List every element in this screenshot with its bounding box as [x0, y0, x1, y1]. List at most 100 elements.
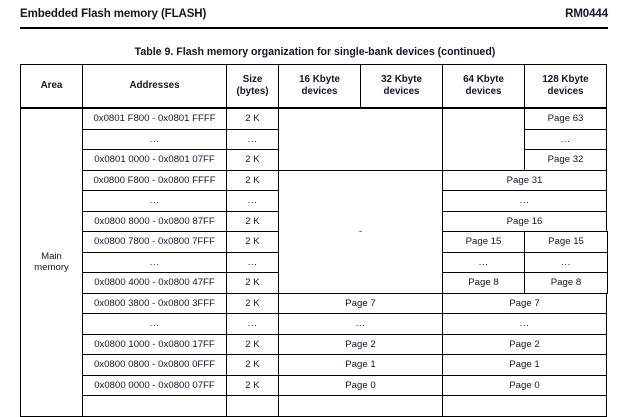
size-cell: 2 K [226, 292, 279, 314]
size-cell: 2 K [226, 374, 279, 396]
table-caption: Table 9. Flash memory organization for s… [134, 46, 496, 58]
dev64-128-page-cell: ... [524, 251, 608, 273]
table-row: ... ... ... ... [21, 251, 608, 273]
address-cell: ... [82, 313, 227, 335]
dev64-128-page-cell [442, 395, 607, 417]
column-header-128kbyte-devices: 128 Kbyte devices [524, 64, 607, 109]
column-header-64kbyte-line1: 64 Kbyte [463, 74, 504, 86]
area-label-line1: Main [41, 250, 62, 262]
address-cell: 0x0800 3800 - 0x0800 3FFF [82, 292, 227, 314]
document-reference-number: RM0444 [565, 8, 608, 20]
column-header-size-line2: (bytes) [236, 86, 269, 97]
address-cell: 0x0800 0800 - 0x0800 0FFF [82, 354, 227, 376]
document-section-title: Embedded Flash memory (FLASH) [20, 8, 207, 20]
column-header-32kbyte-devices: 32 Kbyte devices [360, 64, 443, 109]
dev64-128-page-cell: Page 8 [524, 272, 608, 294]
column-header-size-line1: Size [242, 74, 263, 86]
size-cell: ... [226, 251, 279, 273]
column-header-area: Area [20, 64, 83, 109]
table-body: Main memory 0x0801 F800 - 0x0801 FFFF 2 … [20, 107, 608, 417]
dev64-128-page-cell: Page 1 [442, 354, 607, 376]
address-cell: 0x0800 8000 - 0x0800 87FF [82, 210, 227, 232]
dev32-page-cell: Page 15 [442, 231, 525, 253]
size-cell: 2 K [226, 231, 279, 253]
address-cell: 0x0800 1000 - 0x0800 17FF [82, 333, 227, 355]
dev64-128-page-cell: Page 0 [442, 374, 607, 396]
flash-memory-organization-table: Area Addresses Size (bytes) 16 Kbyte dev… [20, 64, 608, 417]
dev64-128-page-cell: Page 15 [524, 231, 608, 253]
address-cell [82, 395, 227, 417]
table-row: 0x0800 0000 - 0x0800 07FF 2 K Page 0 Pag… [21, 374, 608, 396]
dev16-32-page-cell: ... [278, 313, 443, 335]
size-cell: ... [226, 190, 279, 212]
column-header-128kbyte-line2: devices [547, 86, 584, 97]
dev32-page-cell: ... [442, 251, 525, 273]
column-header-16kbyte-line2: devices [301, 86, 338, 97]
dev64-128-page-cell: Page 2 [442, 333, 607, 355]
size-cell: ... [226, 128, 279, 150]
dev16-32-page-cell: Page 7 [278, 292, 443, 314]
dev16-32-page-cell: Page 1 [278, 354, 443, 376]
dev128-page-cell: Page 32 [524, 149, 607, 171]
size-cell: 2 K [226, 354, 279, 376]
table-row: 0x0800 4000 - 0x0800 47FF 2 K Page 8 Pag… [21, 272, 608, 294]
column-header-64kbyte-devices: 64 Kbyte devices [442, 64, 525, 109]
area-cell-main-memory: Main memory [20, 107, 83, 417]
address-cell: 0x0800 F800 - 0x0800 FFFF [82, 169, 227, 191]
size-cell: 2 K [226, 107, 279, 130]
table-row: 0x0800 F800 - 0x0800 FFFF 2 K - Page 31 [21, 169, 608, 294]
dev64-128-page-cell: ... [442, 313, 607, 335]
size-cell [226, 395, 279, 417]
table-row: 0x0800 1000 - 0x0800 17FF 2 K Page 2 Pag… [21, 333, 608, 355]
size-cell: 2 K [226, 210, 279, 232]
size-cell: 2 K [226, 333, 279, 355]
dev64-128-page-cell: ... [442, 190, 607, 212]
size-cell: 2 K [226, 149, 279, 171]
page-header: Embedded Flash memory (FLASH) RM0444 [20, 8, 608, 20]
dev16-32-page-cell: Page 2 [278, 333, 443, 355]
column-header-64kbyte-line2: devices [465, 86, 502, 97]
column-header-16kbyte-line1: 16 Kbyte [299, 74, 340, 86]
address-cell: 0x0800 4000 - 0x0800 47FF [82, 272, 227, 294]
dev16-32-page-cell [278, 395, 443, 417]
dev64-128-page-cell: Page 31 [442, 169, 607, 191]
dev128-page-cell: ... [524, 128, 607, 150]
dev64-empty-cell [442, 107, 525, 171]
size-cell: 2 K [226, 272, 279, 294]
table-row: ... ... ... [21, 190, 608, 212]
table-row: ... ... ... ... [21, 313, 608, 335]
address-cell: 0x0800 7800 - 0x0800 7FFF [82, 231, 227, 253]
flash-memory-table-container: Area Addresses Size (bytes) 16 Kbyte dev… [20, 64, 608, 417]
table-row: Main memory 0x0801 F800 - 0x0801 FFFF 2 … [20, 107, 608, 417]
dev64-128-page-cell: Page 16 [442, 210, 607, 232]
dev16-32-empty-cell [278, 107, 443, 171]
address-cell: ... [82, 128, 227, 150]
table-row: 0x0800 3800 - 0x0800 3FFF 2 K Page 7 Pag… [21, 292, 608, 314]
header-divider-rule [20, 27, 608, 29]
column-header-128kbyte-line1: 128 Kbyte [542, 74, 589, 86]
address-cell: 0x0800 0000 - 0x0800 07FF [82, 374, 227, 396]
size-cell: 2 K [226, 169, 279, 191]
dev16-32-page-cell: Page 0 [278, 374, 443, 396]
dev64-128-page-cell: Page 7 [442, 292, 607, 314]
table-row: 0x0800 0800 - 0x0800 0FFF 2 K Page 1 Pag… [21, 354, 608, 376]
column-header-32kbyte-line2: devices [383, 86, 420, 97]
table-header-row: Area Addresses Size (bytes) 16 Kbyte dev… [20, 64, 608, 109]
address-cell: ... [82, 190, 227, 212]
dev128-page-cell: Page 63 [524, 107, 607, 130]
address-cell: ... [82, 251, 227, 273]
column-header-size: Size (bytes) [226, 64, 279, 109]
dev32-page-cell: Page 8 [442, 272, 525, 294]
address-cell: 0x0801 0000 - 0x0801 07FF [82, 149, 227, 171]
address-cell: 0x0801 F800 - 0x0801 FFFF [82, 107, 227, 130]
column-header-addresses: Addresses [82, 64, 227, 109]
table-row: ... ... ... [21, 128, 608, 150]
table-header: Area Addresses Size (bytes) 16 Kbyte dev… [20, 64, 608, 109]
size-cell: ... [226, 313, 279, 335]
table-row: 0x0800 8000 - 0x0800 87FF 2 K Page 16 [21, 210, 608, 232]
dev16-32-dash-cell: - [278, 169, 443, 294]
column-header-16kbyte-devices: 16 Kbyte devices [278, 64, 361, 109]
column-header-32kbyte-line1: 32 Kbyte [381, 74, 422, 86]
area-label-line2: memory [34, 262, 69, 274]
table-row [21, 395, 608, 417]
